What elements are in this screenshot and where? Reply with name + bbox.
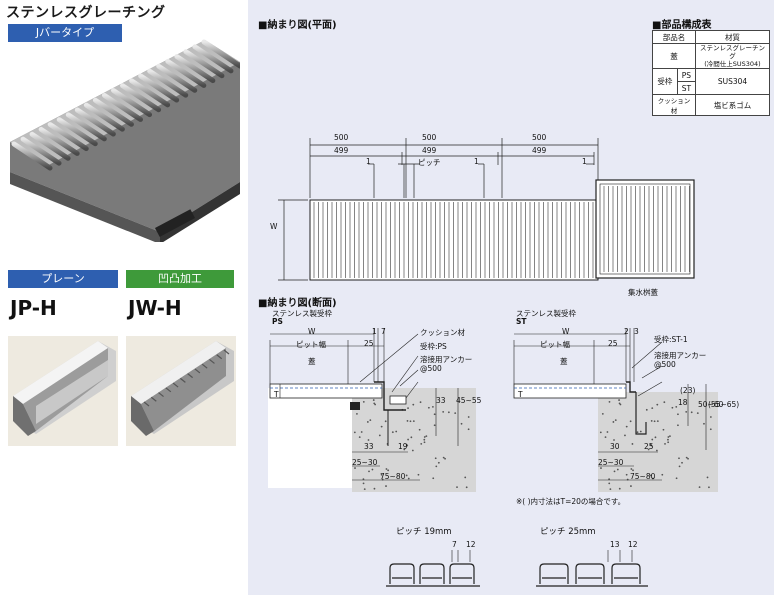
pitch25-a: 13 [610, 540, 620, 549]
parts-lid: 蓋 [652, 43, 696, 69]
ps-anchor-pitch: @500 [420, 364, 442, 373]
ps-d25: 25 [364, 339, 374, 348]
ps-pit: ピット幅 [296, 340, 326, 349]
st-d18: 18 [678, 398, 688, 407]
st-receiver: 受枠:ST-1 [654, 335, 688, 344]
ps-cushion: クッション材 [420, 328, 465, 337]
lid-material-text: ステンレスグレーチング [699, 44, 765, 60]
pitch25-drawing [536, 550, 648, 587]
st-code: ST [516, 317, 527, 326]
plan-span3-bottom: 499 [532, 146, 547, 155]
st-d30: 30 [610, 442, 620, 451]
ps-d7580: 75~80 [380, 472, 406, 481]
ps-t: T [274, 390, 279, 399]
plan-span2-top: 500 [422, 133, 437, 142]
parts-receiver-st: ST [676, 81, 696, 95]
ps-d45: 45~55 [456, 396, 482, 405]
ps-section-drawing [268, 328, 476, 492]
variant-badge-plain: プレーン [8, 270, 118, 288]
ps-lid: 蓋 [308, 357, 316, 366]
st-pit: ピット幅 [540, 340, 570, 349]
st-d25: 25 [608, 339, 618, 348]
ps-d33b: 33 [364, 442, 374, 451]
model-plain: JP-H [10, 296, 57, 320]
plan-w: W [270, 222, 278, 231]
pitch19-drawing [386, 550, 480, 587]
profile-photo-embossed [126, 336, 236, 446]
pitch19-a: 7 [452, 540, 457, 549]
st-d23: (23) [680, 386, 696, 395]
type-badge: Jバータイプ [8, 24, 122, 42]
parts-receiver-ps: PS [676, 68, 696, 82]
ps-receiver: 受枠:PS [420, 342, 447, 351]
dimension-note: ※( )内寸法はT=20の場合です。 [516, 497, 626, 506]
parts-receiver: 受枠 [652, 68, 678, 95]
st-anchor-pitch: @500 [654, 360, 676, 369]
ps-w: W [308, 327, 316, 336]
plan-gap2: 1 [474, 157, 479, 166]
page-title: ステンレスグレーチング [6, 5, 166, 21]
st-d2: 2 [624, 327, 629, 336]
plan-gap3: 1 [582, 157, 587, 166]
parts-table: 部品名 材質 蓋 ステンレスグレーチング (冷間仕上SUS304) 受枠 PS … [652, 30, 771, 116]
ps-d1: 1 [372, 327, 377, 336]
ps-d19: 19 [398, 442, 408, 451]
profile-photo-plain [8, 336, 118, 446]
grating-photo [10, 39, 240, 242]
st-w: W [562, 327, 570, 336]
parts-col-name: 部品名 [652, 30, 696, 44]
parts-lid-material: ステンレスグレーチング (冷間仕上SUS304) [694, 43, 771, 69]
st-d7580: 75~80 [630, 472, 656, 481]
section-heading: ■納まり図(断面) [258, 298, 337, 309]
st-anchor: 溶接用アンカー [654, 351, 707, 360]
st-d5565: (55~65) [708, 400, 740, 409]
st-section-drawing [513, 328, 718, 492]
parts-receiver-material: SUS304 [694, 68, 771, 95]
ps-d2530: 25~30 [352, 458, 378, 467]
pitch19-b: 12 [466, 540, 476, 549]
plan-gap1: 1 [366, 157, 371, 166]
parts-cushion-material: 塩ビ系ゴム [694, 94, 771, 116]
plan-span3-top: 500 [532, 133, 547, 142]
pitch19-label: ピッチ 19mm [396, 527, 452, 537]
pitch25-label: ピッチ 25mm [540, 527, 596, 537]
st-t: T [518, 390, 523, 399]
st-frame-label: ステンレス製受枠 [516, 309, 576, 318]
st-d2530: 25~30 [598, 458, 624, 467]
plan-span1-bottom: 499 [334, 146, 349, 155]
pitch25-b: 12 [628, 540, 638, 549]
plan-drawing [278, 138, 695, 281]
parts-col-material: 材質 [694, 30, 771, 44]
ps-code: PS [272, 317, 283, 326]
plan-heading: ■納まり図(平面) [258, 20, 337, 31]
st-d25b: 25 [644, 442, 654, 451]
parts-cushion: クッション材 [652, 94, 696, 116]
ps-d33a: 33 [436, 396, 446, 405]
variant-badge-embossed: 凹凸加工 [126, 270, 234, 288]
model-embossed: JW-H [128, 296, 182, 320]
ps-anchor: 溶接用アンカー [420, 355, 473, 364]
st-d5060: 50~60 [698, 400, 724, 409]
lid-material-note: (冷間仕上SUS304) [704, 60, 761, 68]
plan-span1-top: 500 [334, 133, 349, 142]
ps-frame-label: ステンレス製受枠 [272, 309, 332, 318]
parts-heading: ■部品構成表 [652, 20, 712, 31]
ps-d2: 7 [381, 327, 386, 336]
st-lid: 蓋 [560, 357, 568, 366]
catch-basin-label: 集水桝蓋 [628, 288, 658, 297]
st-d3: 3 [634, 327, 639, 336]
plan-pitch: ピッチ [418, 158, 441, 167]
plan-span2-bottom: 499 [422, 146, 437, 155]
